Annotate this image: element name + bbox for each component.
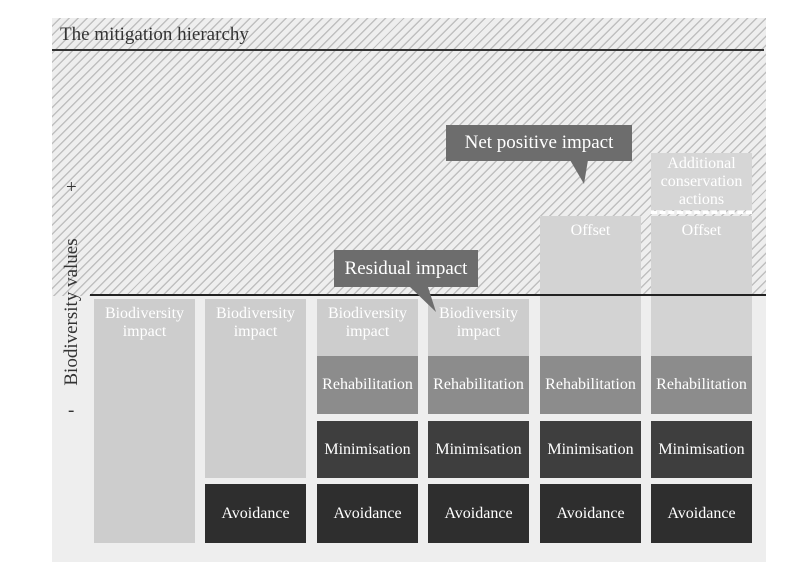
col-2-avoidance-block: Avoidance (205, 484, 306, 543)
col-6-rehabilitation-block: Rehabilitation (651, 356, 752, 414)
col-5-offset-block: Offset (540, 216, 641, 356)
col-4-rehabilitation-block: Rehabilitation (428, 356, 529, 414)
residual-impact-callout: Residual impact (334, 250, 478, 287)
additional-offset-divider (651, 211, 752, 214)
residual-pointer (410, 287, 436, 312)
col-6-additional-block: Additional conservation actions (651, 153, 752, 210)
col-3-avoidance-block: Avoidance (317, 484, 418, 543)
plus-sign: + (66, 177, 77, 198)
diagram-panel: The mitigation hierarchy Biodiversity im… (52, 18, 766, 562)
col-3-rehabilitation-block: Rehabilitation (317, 356, 418, 414)
minus-sign: - (68, 400, 75, 421)
col-3-minimisation-block: Minimisation (317, 421, 418, 478)
col-2-biodiversity-impact-block: Biodiversity impact (205, 299, 306, 478)
col-5-minimisation-block: Minimisation (540, 421, 641, 478)
col-6-offset-block: Offset (651, 216, 752, 356)
col-4-biodiversity-impact-block: Biodiversity impact (428, 299, 529, 356)
title-rule (52, 49, 764, 51)
net-positive-impact-callout: Net positive impact (446, 125, 632, 161)
col-6-avoidance-block: Avoidance (651, 484, 752, 543)
axis-label: Biodiversity values (61, 238, 82, 386)
col-4-avoidance-block: Avoidance (428, 484, 529, 543)
positive-hatched-area (52, 18, 766, 296)
diagram-title: The mitigation hierarchy (60, 24, 249, 45)
col-5-avoidance-block: Avoidance (540, 484, 641, 543)
col-6-minimisation-block: Minimisation (651, 421, 752, 478)
col-4-minimisation-block: Minimisation (428, 421, 529, 478)
col-1-biodiversity-impact-block: Biodiversity impact (94, 299, 195, 543)
net-positive-pointer (570, 160, 588, 184)
col-3-biodiversity-impact-block: Biodiversity impact (317, 299, 418, 356)
col-5-rehabilitation-block: Rehabilitation (540, 356, 641, 414)
callout-pointers (410, 160, 588, 312)
